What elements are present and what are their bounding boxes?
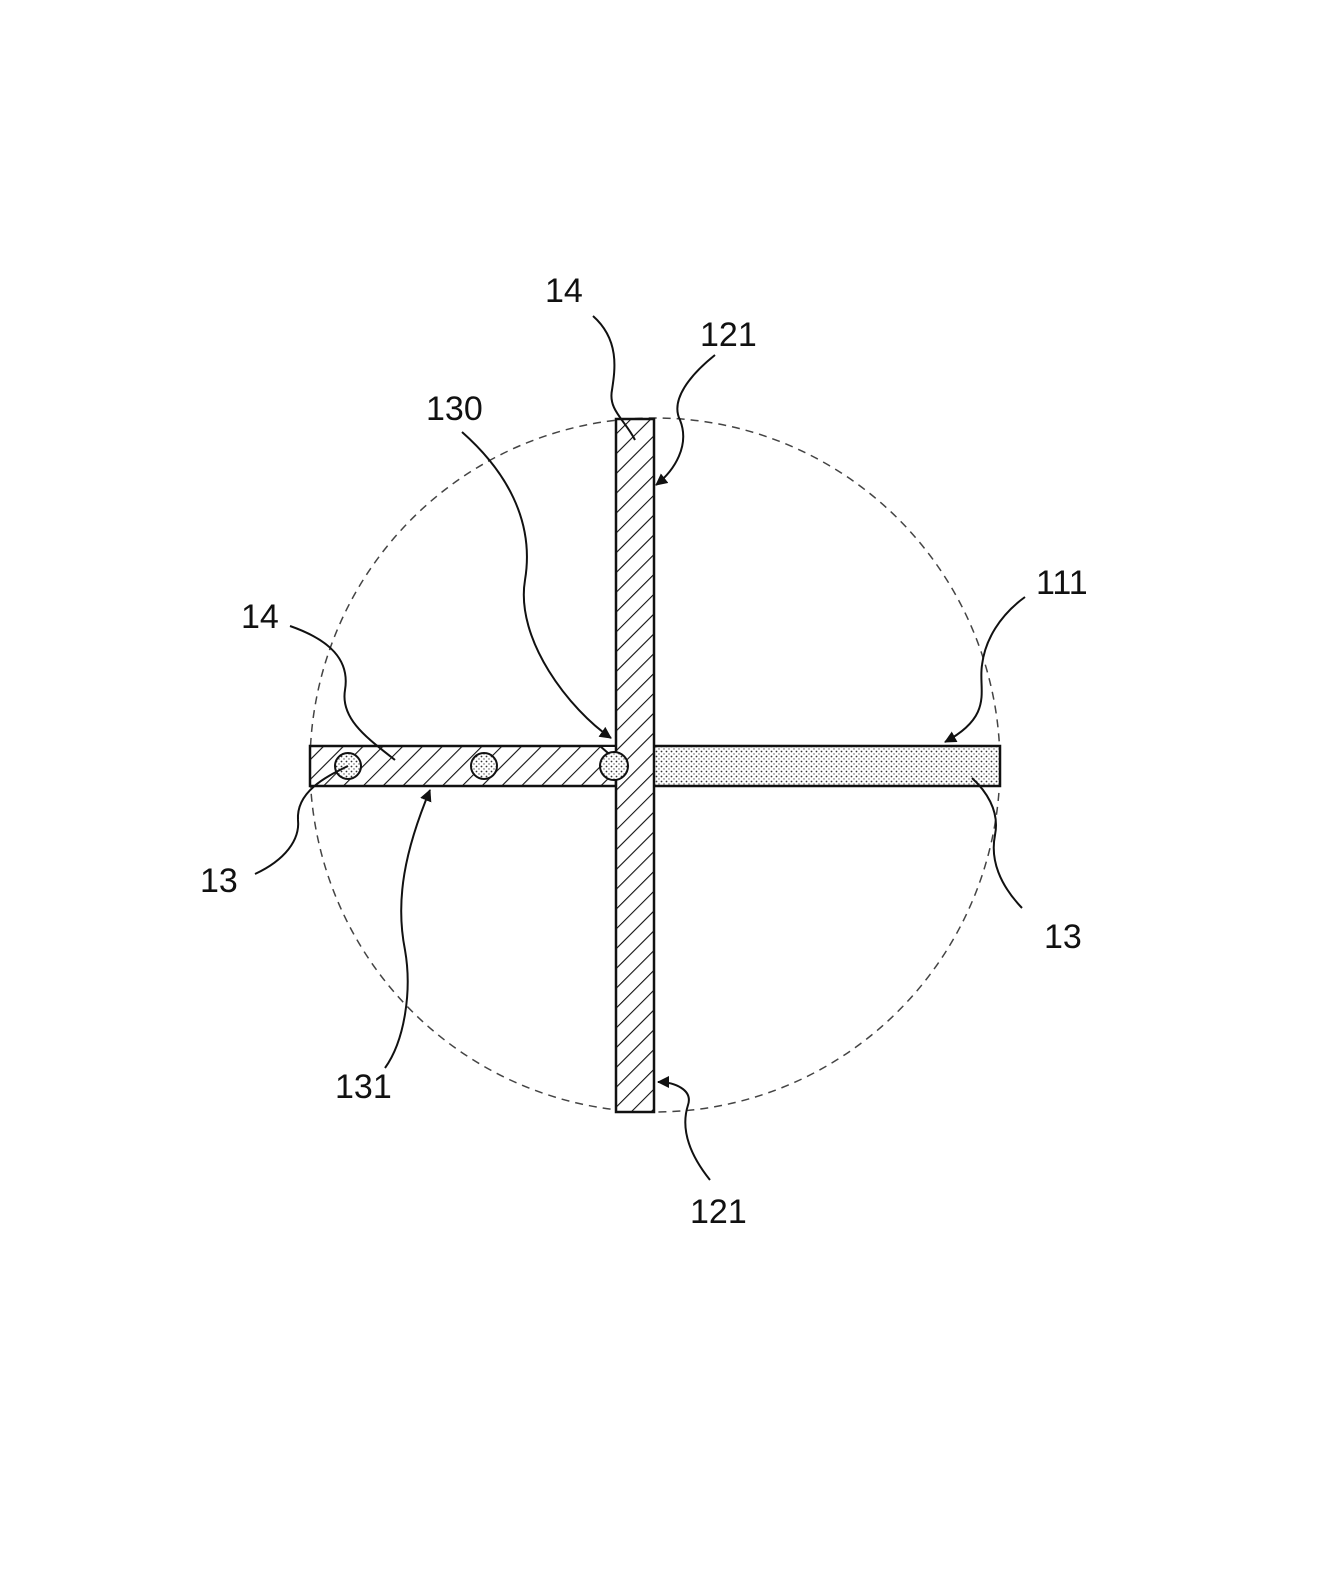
leader-bottom-121 — [658, 1082, 710, 1180]
leader-left-14 — [290, 626, 395, 760]
leader-111 — [945, 597, 1025, 742]
ref-label-131: 131 — [335, 1068, 392, 1106]
dot-circle-junction — [600, 752, 628, 780]
ref-label-121-bottom: 121 — [690, 1193, 747, 1231]
ref-label-14-left: 14 — [241, 598, 279, 636]
leader-right-13 — [972, 778, 1022, 908]
ref-label-13-left: 13 — [200, 862, 238, 900]
ref-label-111: 111 — [1036, 564, 1088, 602]
leader-130 — [462, 432, 611, 738]
dot-circle-2 — [471, 753, 497, 779]
ref-label-14-top: 14 — [545, 272, 583, 310]
dotted-strip-111 — [640, 746, 1000, 786]
leader-131 — [385, 790, 430, 1068]
leader-top-121 — [656, 355, 715, 485]
ref-label-130: 130 — [426, 390, 483, 428]
ref-label-121-top: 121 — [700, 316, 757, 354]
ref-label-13-right: 13 — [1044, 918, 1082, 956]
